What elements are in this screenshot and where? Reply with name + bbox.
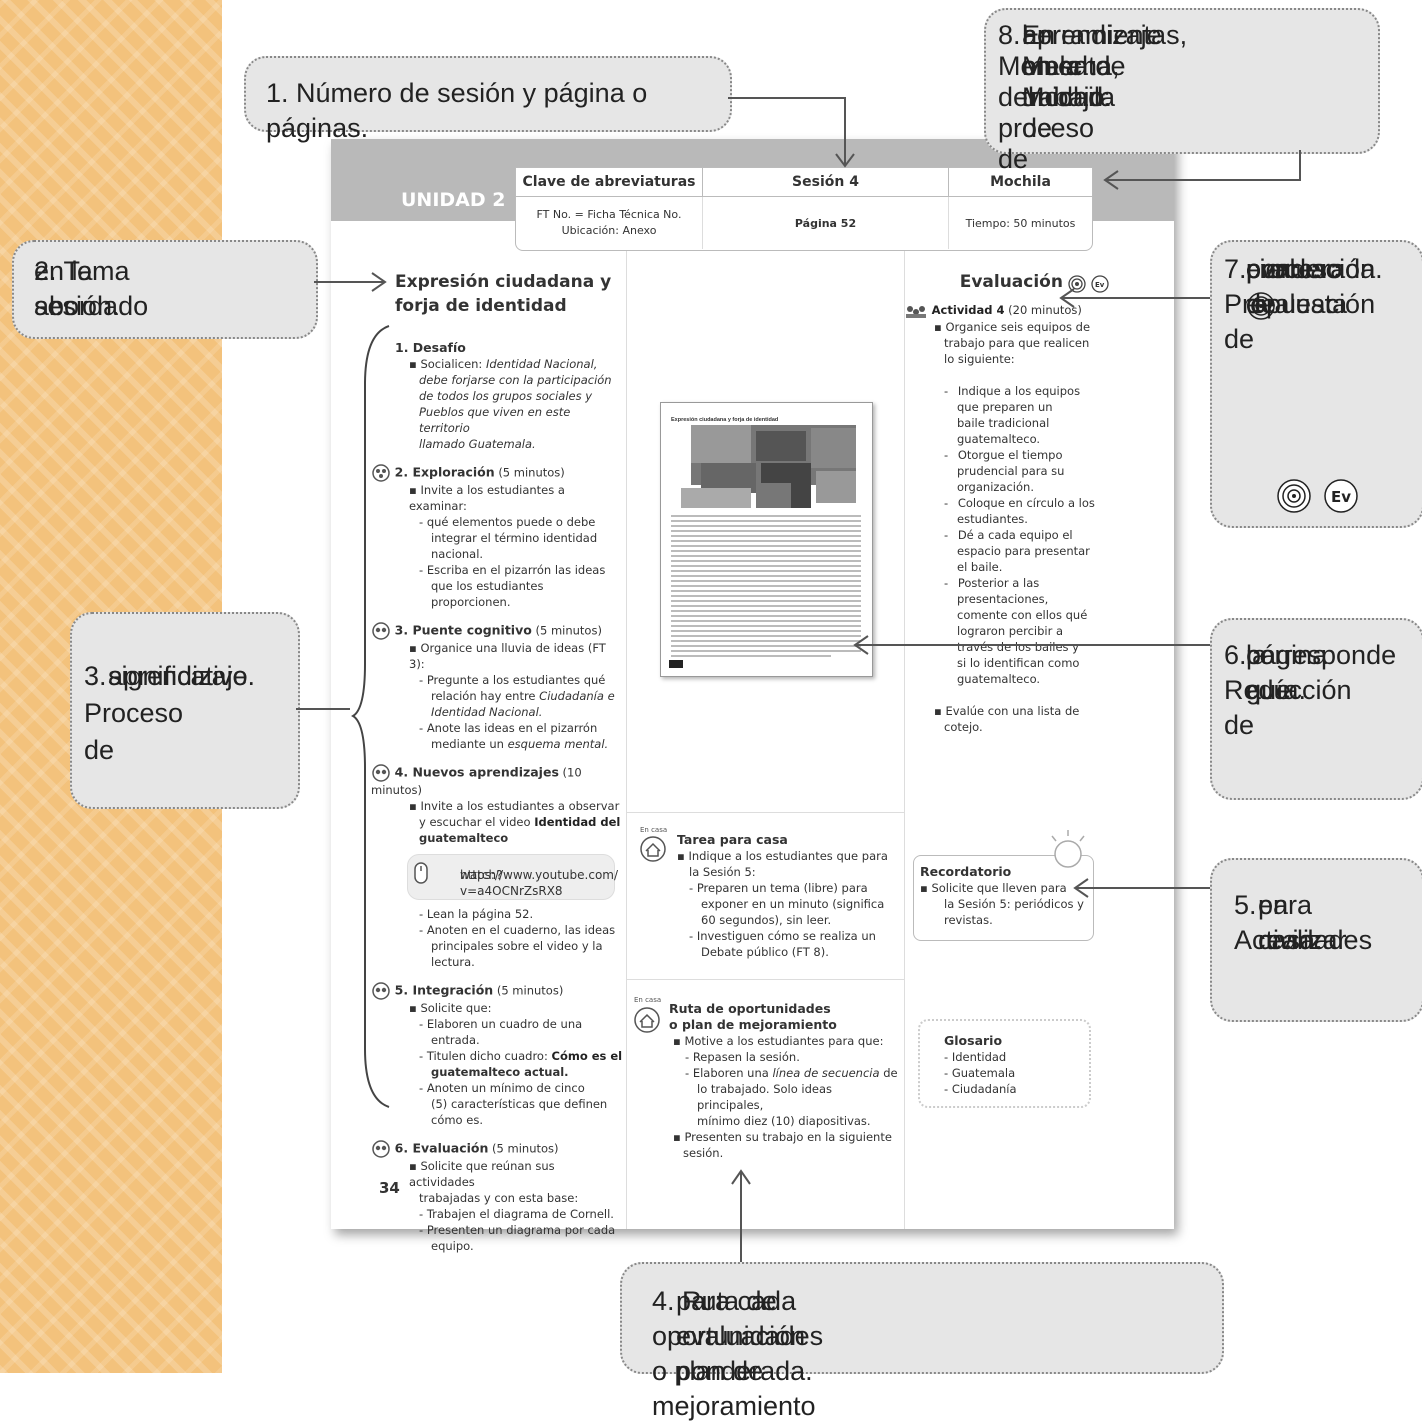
group-icon [372,464,390,482]
svg-text:Ev: Ev [1095,281,1105,289]
spiral-icon [1247,292,1275,320]
callout-learning-process: 3. Proceso de aprendizaje significativo. [70,612,300,809]
abbrev-header: Clave de abreviaturas [516,168,703,196]
pair-icon [372,1140,390,1158]
callout-home-activities: 5. Actividades para realizar en casa. [1210,858,1422,1022]
abbrev-body: FT No. = Ficha Técnica No. Ubicación: An… [516,197,703,249]
evaluation-icons: Ev [1277,479,1358,513]
thumbnail-collage [669,425,861,668]
mouse-icon [414,862,428,884]
left-column: Expresión ciudadana y forja de identidad… [371,270,623,1254]
glossary-box: Glosario - Identidad - Guatemala - Ciuda… [918,1019,1091,1108]
house-icon: En casa [640,826,667,862]
section-desafio: 1. Desafío ▪ Socialicen: Identidad Nacio… [395,340,612,451]
ruta-section: En casa Ruta de oportunidades o plan de … [631,996,899,1161]
section-integracion: 5. Integración (5 minutos) ▪ Solicite qu… [372,982,623,1128]
tarea-section: En casa Tarea para casa ▪ Indique a los … [637,826,899,960]
callout-topic: 2. Tema abordado en la sesión. [12,240,318,339]
pair-icon [372,622,390,640]
session-header: Sesión 4 [703,168,949,196]
section-puente-cognitivo: 3. Puente cognitivo (5 minutos) ▪ Organi… [372,622,623,752]
right-column: Evaluación Ev Actividad 4 (20 minutos) ▪… [904,270,1166,735]
reminder-box: Recordatorio ▪ Solicite que lleven para … [913,830,1094,941]
page-thumbnail: Expresión ciudadana y forja de identidad [660,402,873,677]
svg-text:Ev: Ev [1331,488,1351,506]
pair-icon [372,982,390,1000]
ev-badge-icon: Ev [1091,274,1109,293]
section-nuevos-aprendizajes: 4. Nuevos aprendizajes (10 minutos) ▪ In… [371,764,621,969]
section-exploracion: 2. Exploración (5 minutos) ▪ Invite a lo… [372,464,623,610]
section-evaluacion: 6. Evaluación (5 minutos) ▪ Solicite que… [372,1140,623,1254]
header-table: Clave de abreviaturas Sesión 4 Mochila F… [515,167,1093,251]
callout-process-moment: 8. Momento del proceso de aprendizaje en… [984,8,1380,174]
team-icon [906,305,926,318]
time-label: Tiempo: 50 minutos [965,216,1076,230]
spiral-icon [1277,479,1311,513]
page-number: 34 [379,1179,400,1197]
svg-text:En casa: En casa [634,996,661,1004]
brace-graphic [351,325,390,1108]
lightbulb-icon [1051,830,1085,868]
svg-text:En casa: En casa [640,826,667,834]
eval-title: Evaluación Ev [904,270,1166,294]
spiral-icon [1067,274,1086,293]
guide-page: UNIDAD 2 Clave de abreviaturas Sesión 4 … [331,139,1174,1253]
session-topic: Expresión ciudadana y forja de identidad [395,272,612,316]
callout-evaluation: 7. Propuesta de evaluación cierre de pro… [1210,240,1422,528]
house-icon: En casa [634,996,661,1033]
ev-badge-icon: Ev [1324,479,1358,513]
video-link-box[interactable]: https://www.youtube.com/watch?v=a4OCNrZs… [407,854,618,900]
page-ref: Página 52 [703,197,949,249]
callout-page-reduction: 6. Reducción de página que corresponde a… [1210,618,1422,800]
moment-header: Mochila [990,174,1051,190]
unit-label: UNIDAD 2 [401,189,506,211]
callout-improvement-plan: 4. Ruta de oportunidades o plan de mejor… [620,1262,1224,1421]
callout-session-number: 1. Número de sesión y página o páginas. [244,56,732,143]
pair-icon [372,764,390,782]
